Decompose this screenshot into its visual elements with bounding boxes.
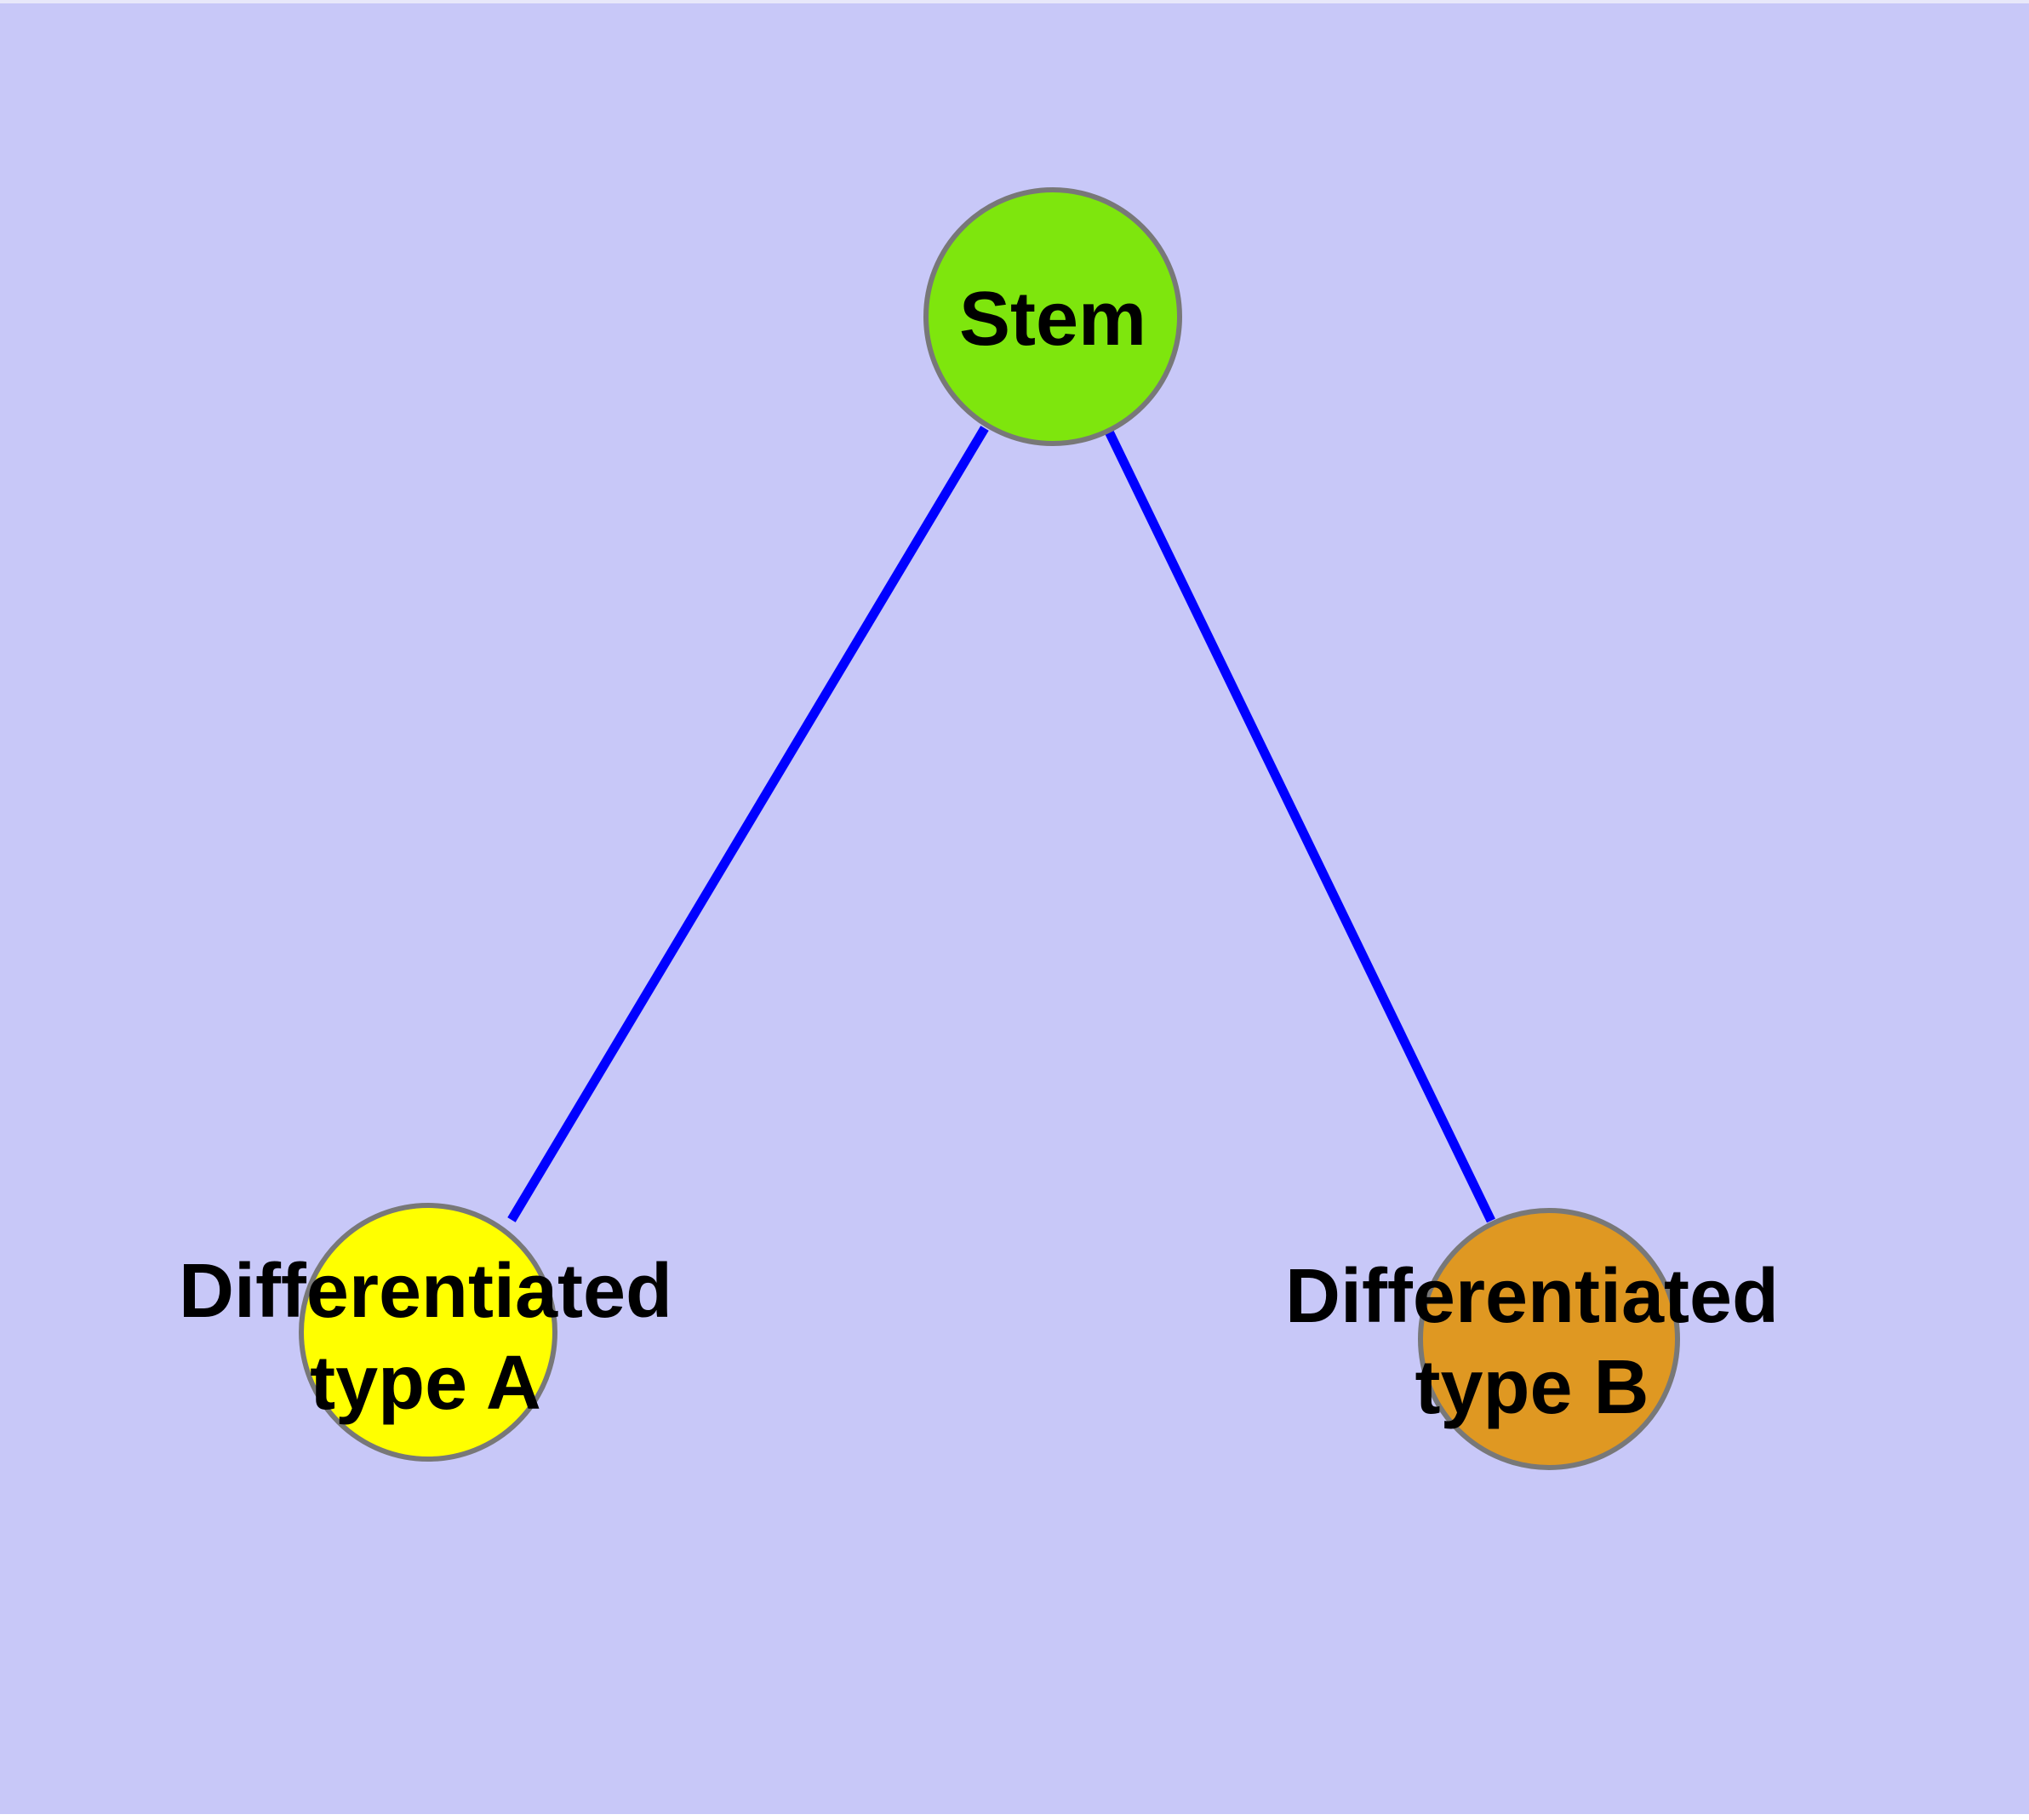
bottom-edge-strip <box>0 1814 2029 1820</box>
node-differentiated-type-b: Differentiated type B <box>1285 1208 1779 1470</box>
node-differentiated-type-b-label-line1: Differentiated <box>1285 1254 1779 1339</box>
node-differentiated-type-a-circle <box>299 1203 557 1462</box>
node-differentiated-type-a: Differentiated type A <box>179 1203 672 1462</box>
edge-stem-to-type-b <box>1105 429 1495 1223</box>
node-stem-circle <box>923 187 1182 446</box>
node-stem: Stem <box>923 187 1182 446</box>
node-differentiated-type-b-label-line2: type B <box>1415 1345 1649 1430</box>
edge-stem-to-type-a <box>507 426 989 1222</box>
node-differentiated-type-b-circle <box>1418 1208 1680 1470</box>
node-stem-label: Stem <box>959 277 1146 362</box>
node-differentiated-type-a-label-line1: Differentiated <box>179 1249 672 1334</box>
top-edge-strip <box>0 0 2029 3</box>
node-differentiated-type-a-label-line2: type A <box>310 1341 541 1426</box>
